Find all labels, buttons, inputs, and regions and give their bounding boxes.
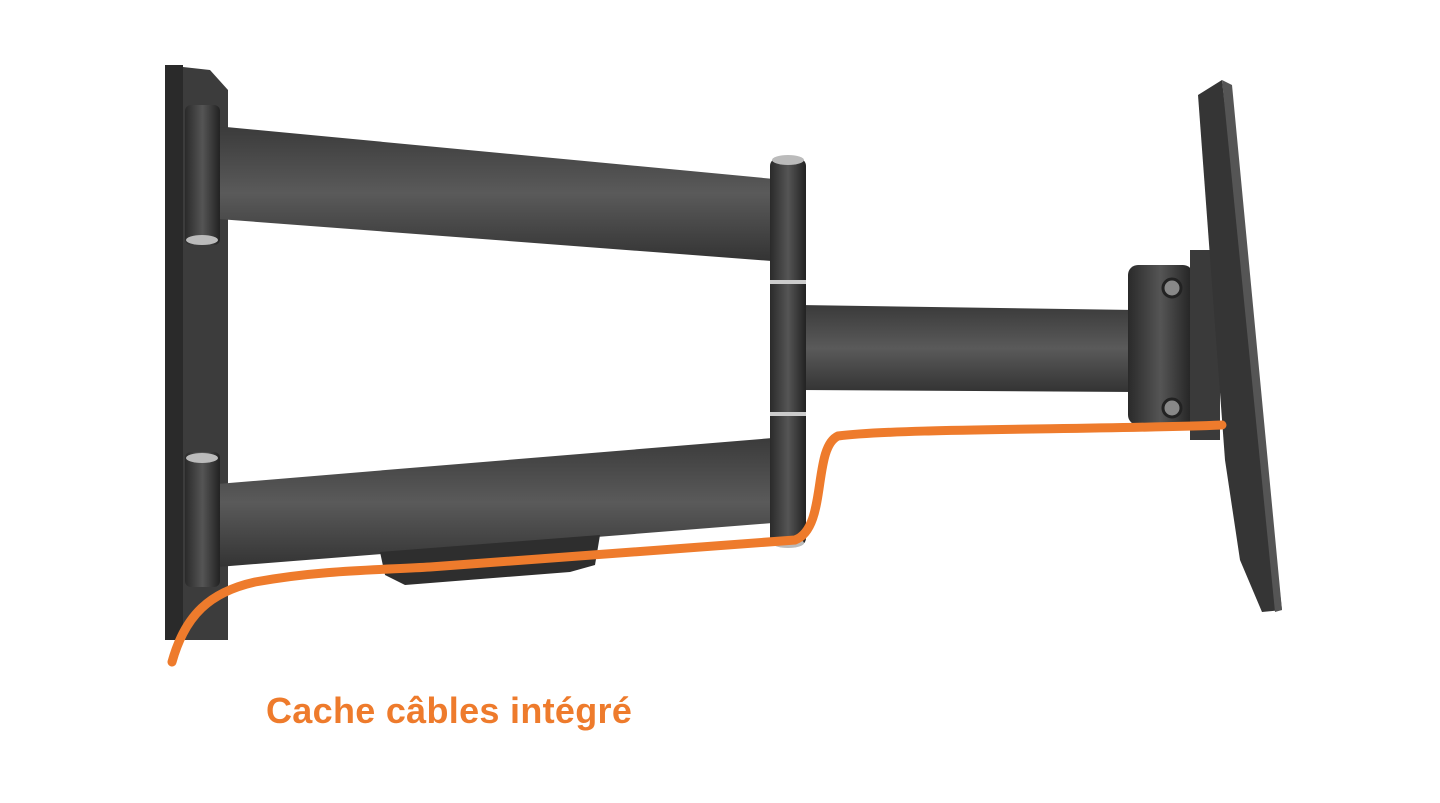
cable-management-caption: Cache câbles intégré [266,690,633,731]
wall-hinges [185,105,220,587]
tilt-bracket [1128,250,1220,440]
cable [167,420,1227,667]
pivot-post [770,155,806,548]
tv-plate [1198,80,1282,612]
middle-arm [800,305,1135,392]
upper-arm [205,125,785,262]
lower-arm [205,437,785,568]
